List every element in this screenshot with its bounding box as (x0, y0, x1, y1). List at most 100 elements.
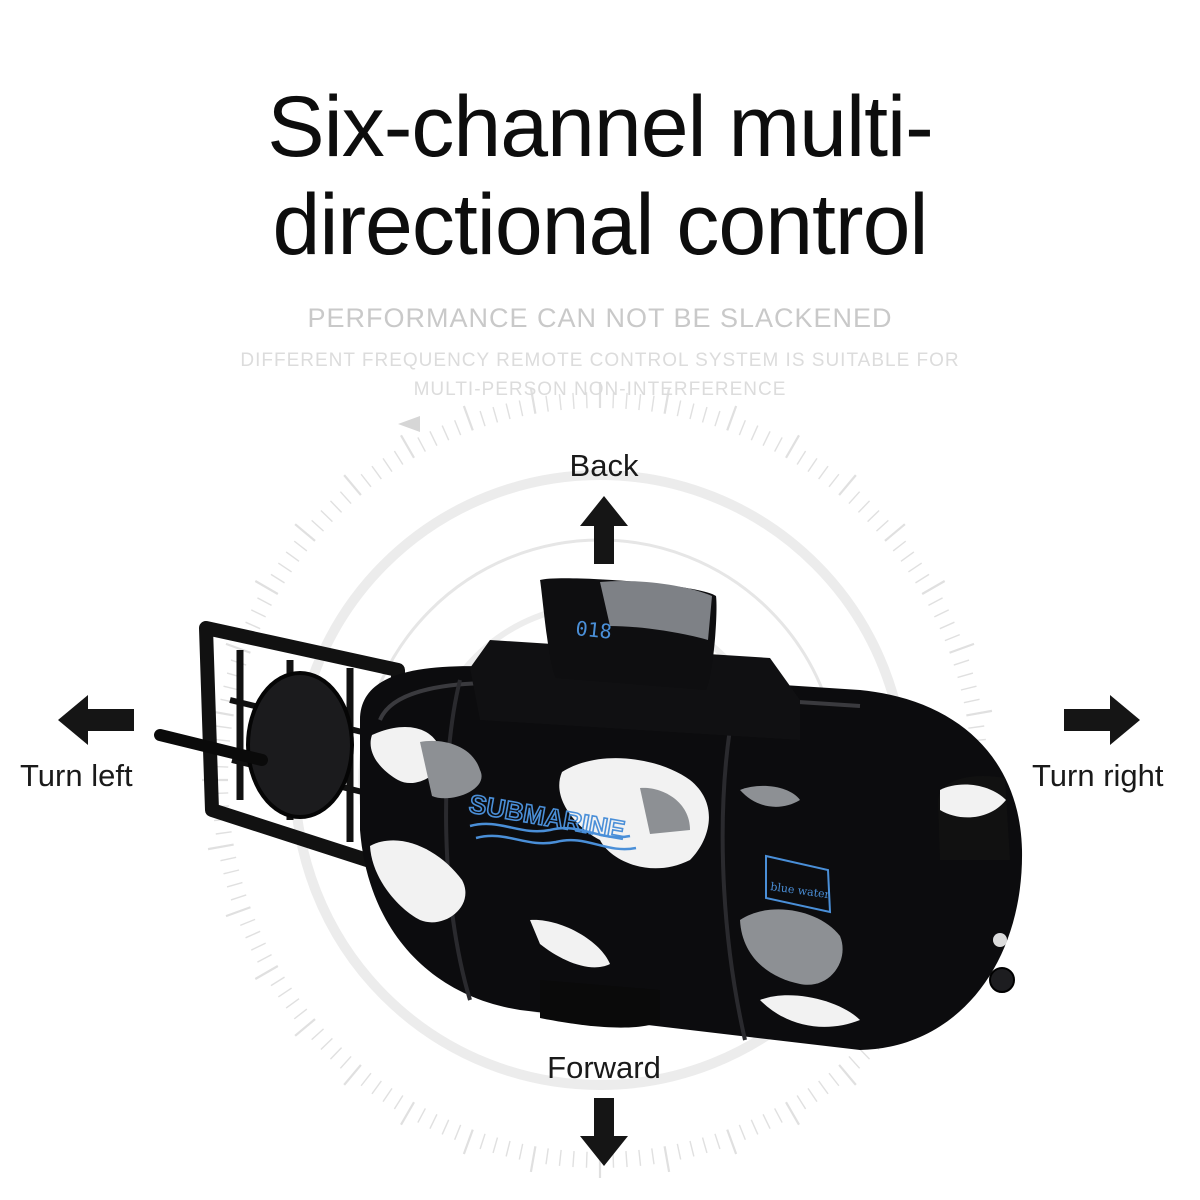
dial-tick (651, 395, 655, 412)
dial-tick (382, 1088, 393, 1103)
badge-frame (765, 854, 832, 914)
tower-number: 018 (574, 616, 612, 644)
dial-tick (254, 580, 279, 595)
dial-tick (738, 419, 746, 436)
dial-tick (944, 634, 961, 642)
dial-tick (454, 1124, 462, 1141)
dial-tick (329, 500, 343, 513)
dial-tick (651, 1148, 655, 1165)
direction-label-turn-right: Turn right (1032, 758, 1164, 793)
dial-tick (454, 419, 462, 436)
dial-tick (612, 392, 615, 409)
dial-tick (254, 965, 279, 980)
direction-label-turn-left: Turn left (20, 758, 133, 793)
dial-tick (796, 1095, 807, 1110)
dial-tick (285, 551, 300, 562)
dial-tick (921, 580, 946, 595)
dial-tick (270, 573, 285, 584)
dial-tick (957, 672, 974, 679)
dial-tick (223, 869, 240, 875)
dial-tick (239, 918, 256, 926)
dial-tick (663, 1146, 671, 1173)
dial-tick (250, 942, 266, 951)
dial-tick (928, 597, 943, 606)
dial-tick (245, 930, 261, 939)
dial-tick (492, 1137, 499, 1154)
dial-tick (663, 387, 671, 414)
bow-light-icon (993, 933, 1007, 947)
dial-tick (807, 457, 818, 472)
dial-tick (270, 976, 285, 987)
dial-tick (762, 1114, 771, 1130)
dial-tick (750, 1119, 759, 1135)
direction-label-forward: Forward (547, 1050, 661, 1085)
dial-tick (400, 1101, 415, 1126)
dial-tick (294, 523, 316, 542)
dial-tick (226, 881, 243, 888)
keel (540, 980, 660, 1028)
dial-tick (505, 403, 511, 420)
bow-button-icon (989, 967, 1015, 993)
dial-tick (393, 450, 404, 465)
dial-tick (250, 609, 266, 618)
dial-tick (848, 1055, 861, 1069)
dial-tick (343, 1064, 362, 1086)
dial-tick (339, 1055, 352, 1069)
dial-tick (371, 465, 382, 480)
dial-tick (848, 491, 861, 505)
description-line-1: DIFFERENT FREQUENCY REMOTE CONTROL SYSTE… (240, 350, 960, 371)
dial-tick (676, 1143, 682, 1160)
dial-tick (215, 725, 232, 729)
dial-tick (207, 843, 234, 851)
headline-line-1: Six-channel multi- (267, 79, 933, 175)
dial-tick (963, 698, 980, 704)
dial-tick (900, 551, 915, 562)
dial-tick (371, 1080, 382, 1095)
dial-tick (738, 1124, 746, 1141)
dial-tick (838, 474, 857, 496)
dial-tick (285, 998, 300, 1009)
dial-tick (294, 1018, 316, 1037)
dial-tick (277, 562, 292, 573)
dial-tick (960, 685, 977, 691)
dial-tick (701, 406, 708, 423)
dial-tick (689, 1140, 695, 1157)
dial-tick (339, 491, 352, 505)
dial-tick (277, 987, 292, 998)
dial-tick (884, 523, 906, 542)
dial-tick (807, 1088, 818, 1103)
dial-tick (915, 573, 930, 584)
arrow-right-icon (1064, 695, 1140, 745)
dial-tick (572, 392, 575, 409)
dial-tick (939, 621, 955, 630)
dial-tick (875, 519, 889, 532)
dial-tick (750, 425, 759, 441)
dial-tick (934, 609, 950, 618)
dial-tick (320, 1037, 333, 1051)
dial-tick (214, 738, 231, 742)
dial-tick (311, 519, 325, 532)
dial-tick (245, 621, 261, 630)
dial-tick (689, 403, 695, 420)
dial-tick (257, 954, 272, 963)
description-line-2: MULTI-PERSON NON-INTERFERENCE (413, 379, 787, 400)
dial-tick (320, 509, 333, 523)
dial-tick (393, 1095, 404, 1110)
dial-tick (867, 509, 880, 523)
dial-tick (585, 392, 588, 409)
dial-tick (714, 1133, 721, 1150)
dial-tick (400, 434, 415, 459)
dial-tick (838, 1064, 857, 1086)
propeller-guard (154, 621, 405, 877)
dial-tick (429, 430, 438, 446)
headline: Six-channel multi- directional control (0, 78, 1200, 274)
antenna-rod (154, 729, 268, 766)
dial-tick (220, 856, 237, 862)
dial-tick (492, 406, 499, 423)
camouflage (370, 727, 1006, 1027)
headline-line-2: directional control (272, 177, 928, 273)
subtitle: PERFORMANCE CAN NOT BE SLACKENED (307, 303, 893, 333)
dial-tick (382, 457, 393, 472)
dial-tick (311, 1028, 325, 1041)
